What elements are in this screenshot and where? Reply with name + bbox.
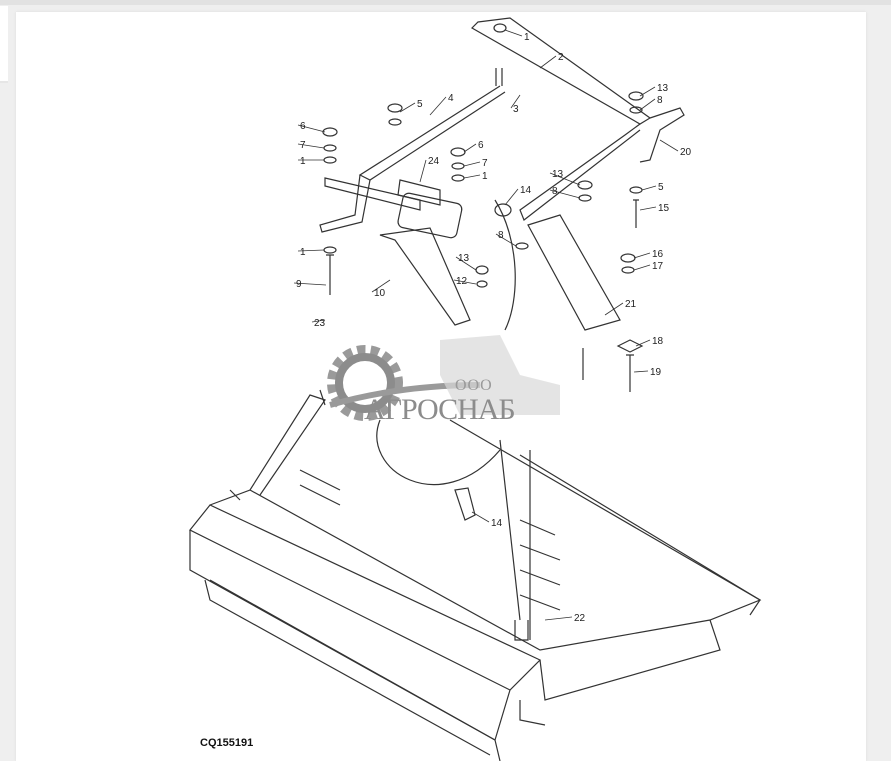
- watermark-name: АГРОСНАБ: [364, 393, 516, 426]
- callout-2: 2: [558, 52, 564, 63]
- callout-14: 14: [491, 518, 503, 529]
- callout-8: 8: [498, 230, 504, 241]
- callout-leader: [635, 339, 651, 347]
- callout-1: 1: [300, 156, 306, 167]
- callout-leader: [639, 86, 656, 97]
- callout-leader: [463, 143, 477, 153]
- callout-leader: [453, 279, 477, 285]
- callout-leader: [549, 172, 581, 186]
- callout-13: 13: [657, 83, 669, 94]
- callout-leader: [297, 249, 325, 252]
- callout-leader: [297, 143, 325, 149]
- callout-leader: [419, 159, 427, 183]
- callout-leader: [297, 124, 326, 133]
- gear-icon: [327, 335, 560, 421]
- callout-leader: [639, 98, 656, 111]
- callout-leader: [604, 302, 624, 316]
- callout-leader: [399, 102, 416, 113]
- callout-12: 12: [456, 276, 468, 287]
- callout-18: 18: [652, 336, 664, 347]
- left-panel: [0, 6, 8, 83]
- callout-6: 6: [478, 140, 484, 151]
- callout-13: 13: [552, 169, 564, 180]
- callout-16: 16: [652, 249, 664, 260]
- callout-leader: [495, 233, 517, 247]
- callout-leader: [639, 206, 657, 211]
- callout-9: 9: [296, 279, 302, 290]
- callout-1: 1: [300, 247, 306, 258]
- callout-6: 6: [300, 121, 306, 132]
- callout-7: 7: [482, 158, 488, 169]
- callout-leader: [504, 188, 519, 206]
- callout-leader: [641, 185, 657, 191]
- callout-13: 13: [458, 253, 470, 264]
- callout-15: 15: [658, 203, 670, 214]
- callout-19: 19: [650, 367, 662, 378]
- callout-14: 14: [520, 185, 532, 196]
- callout-leader: [633, 370, 649, 373]
- callout-21: 21: [625, 299, 637, 310]
- callout-leader: [544, 616, 573, 621]
- callout-7: 7: [300, 140, 306, 151]
- callout-leader: [371, 279, 391, 293]
- watermark-logo: ООО АГРОСНАБ: [320, 315, 570, 445]
- diagram-drawing: [189, 17, 762, 761]
- callout-leader: [549, 189, 581, 199]
- callout-20: 20: [680, 147, 692, 158]
- callout-leader: [463, 161, 481, 167]
- callout-leader: [633, 252, 651, 259]
- watermark-prefix: ООО: [455, 377, 493, 394]
- callout-leader: [455, 256, 477, 271]
- callout-4: 4: [448, 93, 454, 104]
- callout-22: 22: [574, 613, 586, 624]
- callout-leader: [539, 55, 557, 69]
- callout-8: 8: [552, 186, 558, 197]
- callout-23: 23: [314, 318, 326, 329]
- callout-24: 24: [428, 156, 440, 167]
- callout-1: 1: [482, 171, 488, 182]
- callout-1: 1: [524, 32, 530, 43]
- callout-17: 17: [652, 261, 664, 272]
- callout-leader: [504, 29, 523, 37]
- callout-leaders: [293, 29, 679, 621]
- top-bar: [0, 0, 891, 5]
- callout-leader: [429, 96, 447, 116]
- callout-leader: [633, 264, 651, 271]
- callout-5: 5: [658, 182, 664, 193]
- callout-5: 5: [417, 99, 423, 110]
- callout-10: 10: [374, 288, 386, 299]
- callout-leader: [311, 319, 326, 323]
- callout-leader: [510, 94, 521, 109]
- callout-leader: [463, 174, 481, 179]
- figure-caption: CQ155191: [200, 737, 254, 749]
- callout-8: 8: [657, 95, 663, 106]
- callout-3: 3: [513, 104, 519, 115]
- callout-leader: [293, 282, 327, 286]
- callout-leader: [659, 139, 679, 152]
- callout-leader: [471, 511, 490, 523]
